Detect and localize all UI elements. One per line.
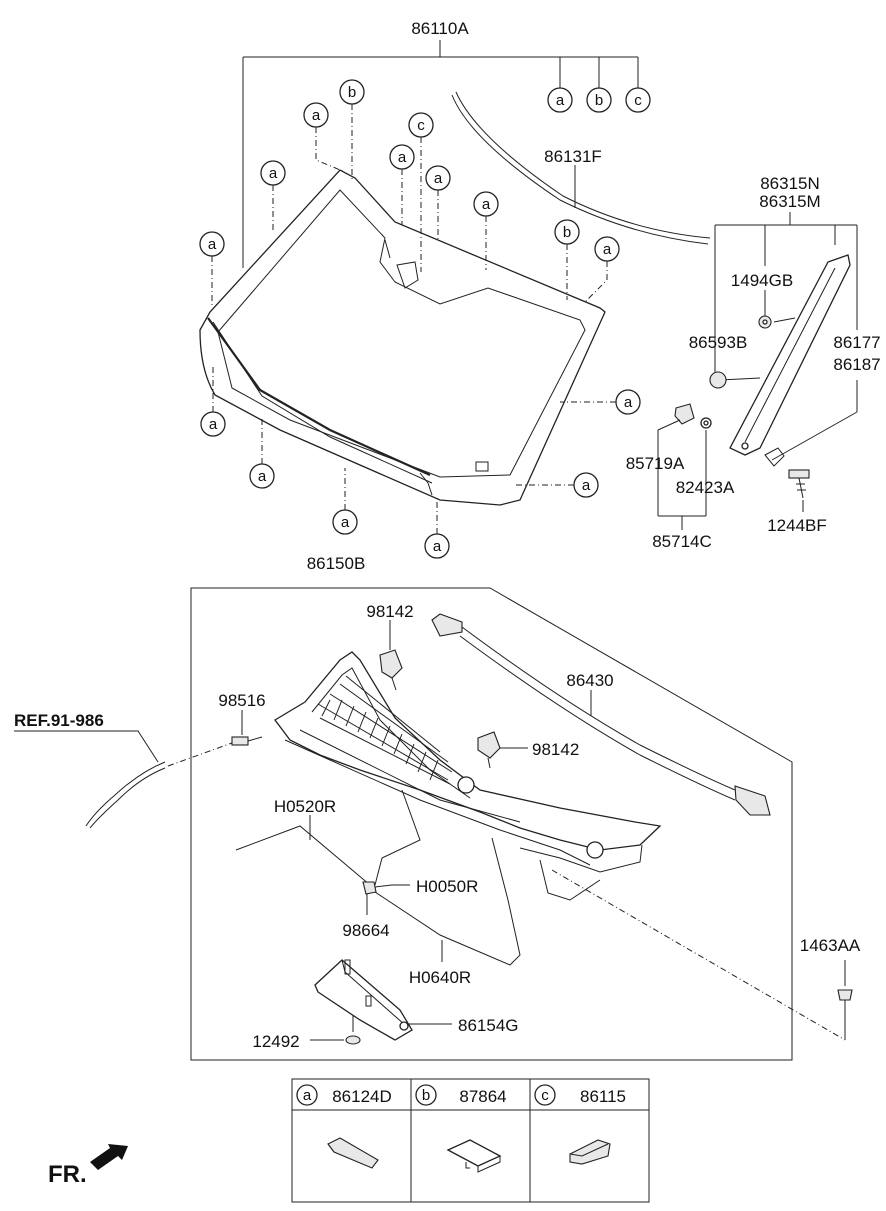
molding-86131F [451, 91, 711, 245]
pillar-trim [729, 254, 851, 456]
joint-98664 [362, 881, 377, 895]
label-H0050R: H0050R [416, 877, 478, 896]
front-arrow-icon [90, 1144, 128, 1170]
label-86177: 86177 [833, 333, 880, 352]
label-86154G: 86154G [458, 1016, 519, 1035]
label-H0520R: H0520R [274, 797, 336, 816]
clip-85719A [674, 403, 695, 425]
svg-text:a: a [303, 1087, 312, 1104]
bracket-86110A [242, 40, 639, 268]
label-1244BF: 1244BF [767, 516, 827, 535]
clip-12492 [345, 1015, 361, 1045]
legend-icon-87864 [446, 1139, 502, 1173]
svg-text:a: a [603, 241, 612, 258]
svg-text:c: c [634, 92, 642, 109]
cowl-top-panel [274, 651, 662, 901]
cover-86154G [314, 959, 413, 1041]
svg-text:b: b [422, 1087, 430, 1104]
bracket-85714C [657, 419, 707, 530]
svg-text:b: b [595, 92, 603, 109]
label-85719A: 85719A [626, 454, 685, 473]
svg-text:b: b [563, 224, 571, 241]
legend-callout-b [415, 1084, 437, 1106]
label-86315N: 86315N [760, 174, 820, 193]
label-86430: 86430 [566, 671, 613, 690]
tether-86177 [764, 447, 785, 467]
legend-part-87864: 87864 [459, 1087, 506, 1106]
svg-text:a: a [258, 468, 267, 485]
label-H0640R: H0640R [409, 968, 471, 987]
legend-part-86115: 86115 [580, 1087, 626, 1106]
label-82423A: 82423A [676, 478, 735, 497]
label-front: FR. [48, 1161, 87, 1188]
clip-82423A [700, 417, 712, 429]
label-98516: 98516 [218, 691, 265, 710]
label-ref-91-986: REF.91-986 [14, 711, 104, 730]
svg-text:a: a [209, 416, 218, 433]
clip-86593B [709, 371, 727, 389]
svg-text:a: a [208, 236, 217, 253]
clip-1463AA [837, 960, 853, 1040]
svg-text:a: a [582, 477, 591, 494]
svg-text:a: a [341, 514, 350, 531]
harness-ref-91-986 [85, 761, 166, 829]
windshield-glass [199, 169, 606, 506]
legend-callout-a [296, 1084, 318, 1106]
svg-text:b: b [348, 84, 356, 101]
washer-nozzle-lower [477, 731, 501, 769]
svg-text:a: a [433, 538, 442, 555]
label-12492: 12492 [252, 1032, 299, 1051]
legend-part-86124D: 86124D [332, 1087, 392, 1106]
svg-text:c: c [541, 1087, 549, 1104]
label-86110A: 86110A [411, 19, 469, 38]
svg-text:a: a [556, 92, 565, 109]
svg-text:a: a [398, 149, 407, 166]
washer-hoses [235, 789, 521, 966]
svg-text:a: a [624, 394, 633, 411]
svg-text:a: a [482, 196, 491, 213]
label-86593B: 86593B [689, 333, 748, 352]
bolt-1244BF [788, 469, 810, 512]
label-85714C: 85714C [652, 532, 712, 551]
svg-text:a: a [434, 170, 443, 187]
legend-callout-c [534, 1084, 556, 1106]
svg-text:a: a [269, 165, 278, 182]
label-1463AA: 1463AA [800, 936, 861, 955]
svg-text:c: c [417, 117, 425, 134]
windshield-callouts: b a c a a a a a b a [199, 79, 651, 559]
label-98664: 98664 [342, 921, 389, 940]
cowl-group-frame [190, 587, 793, 1061]
label-86315M: 86315M [759, 192, 820, 211]
label-1494GB: 1494GB [731, 271, 793, 290]
label-86150B: 86150B [307, 554, 366, 573]
bracket-86315 [714, 212, 858, 461]
label-86187: 86187 [833, 355, 880, 374]
clip-1494GB [758, 315, 772, 329]
washer-nozzle-upper [379, 649, 403, 691]
legend-icon-86124D [327, 1137, 379, 1169]
label-98142-upper: 98142 [366, 602, 413, 621]
connector-98516 [231, 736, 263, 746]
weatherstrip-86430 [431, 613, 771, 816]
legend-icon-86115 [569, 1139, 611, 1165]
label-86131F: 86131F [544, 147, 602, 166]
svg-text:a: a [312, 107, 321, 124]
legend-table: a 86124D b 87864 c 86115 [291, 1078, 650, 1203]
label-98142-lower: 98142 [532, 740, 579, 759]
